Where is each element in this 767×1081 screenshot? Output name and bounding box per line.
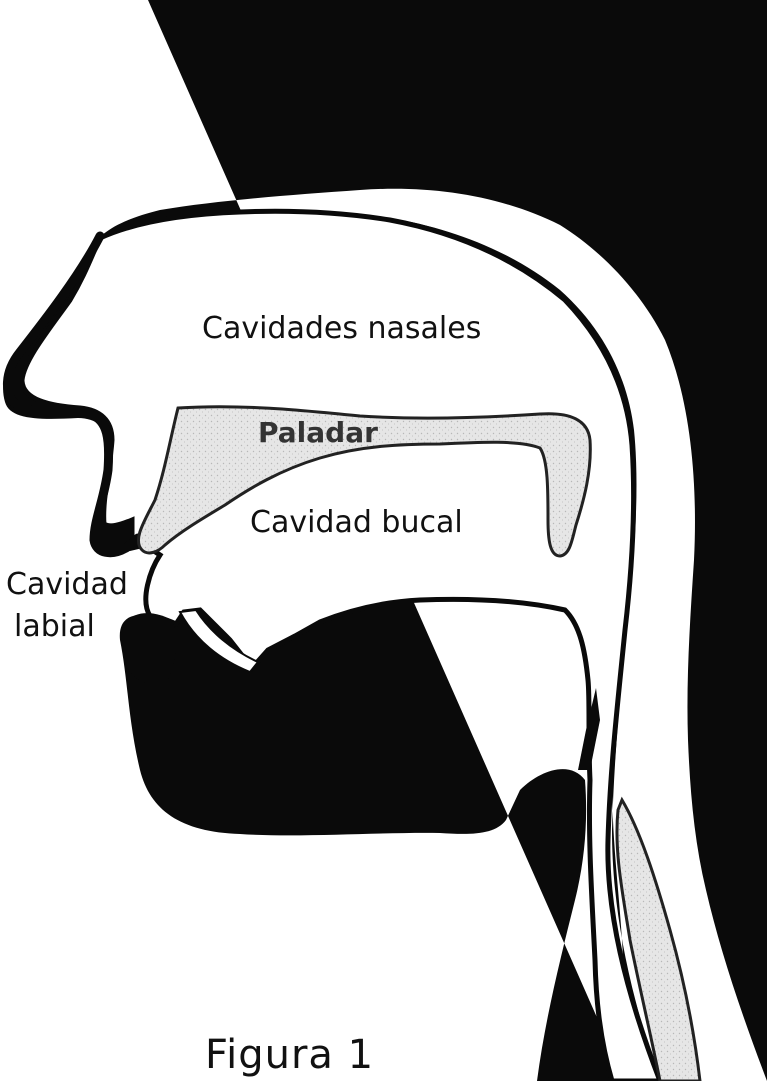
lower-lip <box>124 613 176 684</box>
label-labial-cavity-line1: Cavidad <box>6 567 128 602</box>
label-labial-cavity-line2: labial <box>14 609 95 644</box>
figure-caption: Figura 1 <box>205 1032 374 1078</box>
label-palate: Paladar <box>258 416 378 449</box>
label-oral-cavity: Cavidad bucal <box>250 505 463 540</box>
label-nasal-cavities: Cavidades nasales <box>202 311 481 346</box>
